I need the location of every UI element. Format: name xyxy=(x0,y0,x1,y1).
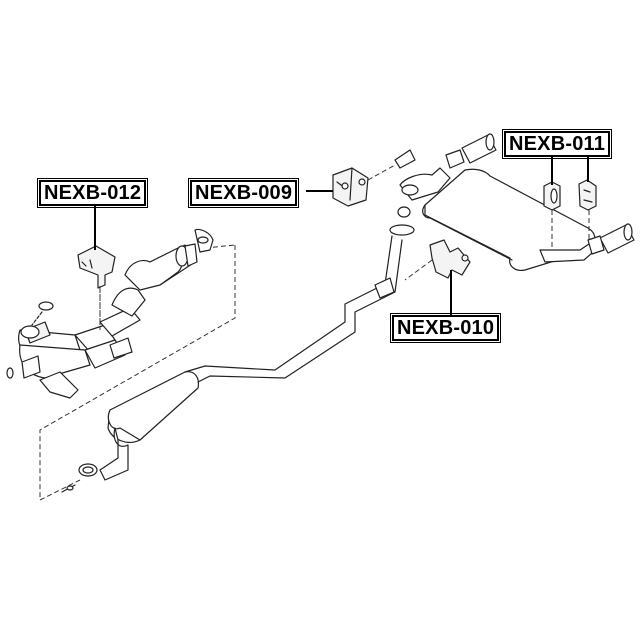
center-gasket-flange xyxy=(389,206,415,236)
tail-finisher-lower xyxy=(587,223,635,255)
rear-muffler xyxy=(399,167,601,271)
nexb-011-hangers-part xyxy=(543,179,597,250)
front-pipe-manifold xyxy=(6,287,146,399)
catalytic-converter xyxy=(124,228,214,291)
center-pipe xyxy=(184,235,403,383)
tail-finisher-upper xyxy=(445,133,497,169)
nexb-010-bracket-part xyxy=(404,239,471,281)
callout-nexb-012[interactable]: NEXB-012 xyxy=(36,178,149,208)
callout-nexb-009[interactable]: NEXB-009 xyxy=(187,178,300,208)
callout-nexb-011[interactable]: NEXB-011 xyxy=(501,129,613,159)
front-muffler xyxy=(61,371,200,493)
nexb-012-bracket-part xyxy=(77,245,116,289)
nexb-009-insulator-part xyxy=(332,149,416,207)
callout-nexb-010[interactable]: NEXB-010 xyxy=(389,313,502,343)
